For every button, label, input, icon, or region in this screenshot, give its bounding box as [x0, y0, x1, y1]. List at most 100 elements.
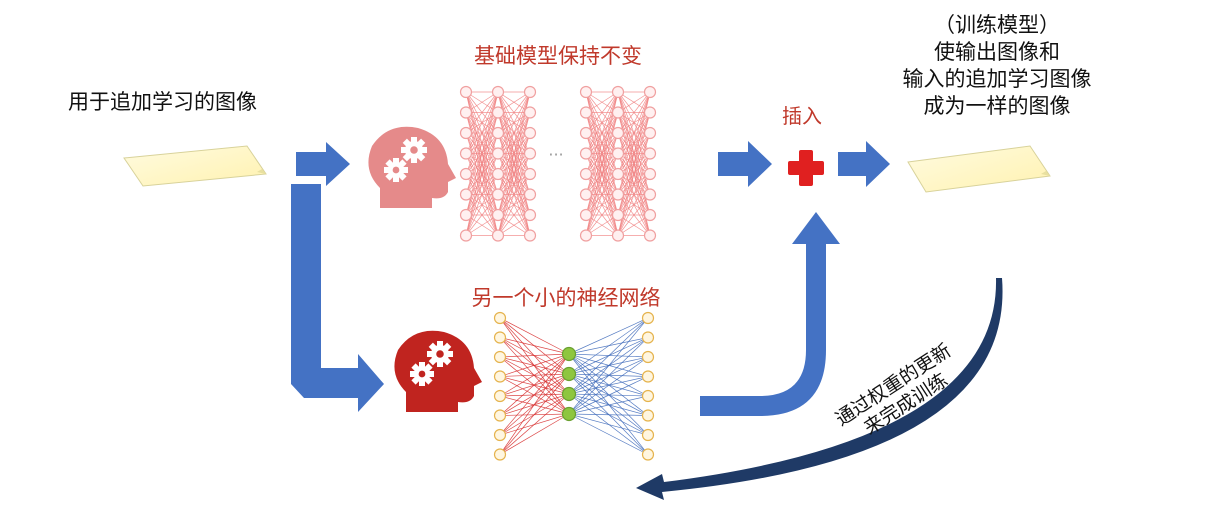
connection-line: [568, 413, 649, 455]
goal-line: 使输出图像和: [934, 40, 1060, 64]
connection-line: [465, 91, 499, 236]
network-node: [459, 229, 473, 242]
network-node: [641, 389, 655, 403]
connection-line: [497, 194, 531, 236]
connection-line: [585, 132, 619, 236]
connection-line: [465, 132, 499, 236]
connection-line: [617, 214, 651, 236]
connection-line: [568, 317, 649, 375]
connection-line: [499, 413, 570, 455]
network-node: [491, 229, 505, 242]
gear-hub: [392, 166, 400, 174]
network-node: [523, 147, 537, 160]
goal-label: （训练模型） 使输出图像和 输入的追加学习图像 成为一样的图像: [872, 12, 1122, 120]
connection-line: [585, 91, 619, 134]
arrow-plus-to-output: [838, 141, 890, 187]
gear-tooth: [393, 158, 399, 165]
network-node: [493, 331, 507, 344]
network-node: [459, 106, 473, 119]
network-node: [493, 409, 507, 422]
connection-line: [465, 91, 499, 175]
network-node: [459, 147, 473, 160]
network-node: [611, 167, 625, 181]
gear-tooth: [393, 175, 399, 182]
base-model-label: 基础模型保持不变: [474, 44, 642, 68]
network-node: [493, 428, 507, 442]
connection-line: [497, 91, 531, 175]
network-node: [459, 167, 473, 181]
connection-line: [585, 91, 619, 154]
connection-line: [568, 317, 649, 395]
arrow-training-feedback: [636, 278, 1003, 500]
arrow-input-to-base: [296, 142, 350, 186]
connection-line: [497, 91, 531, 134]
network-node: [611, 229, 625, 242]
connection-line: [585, 194, 619, 236]
connection-line: [568, 356, 649, 415]
network-node: [493, 350, 507, 364]
head-silhouette: [394, 330, 482, 412]
network-node: [579, 147, 593, 160]
connection-line: [465, 153, 499, 236]
network-node: [641, 409, 655, 422]
network-node: [491, 188, 505, 201]
connection-line: [499, 317, 570, 355]
connection-line: [497, 132, 531, 236]
connection-line: [617, 173, 651, 236]
network-node: [611, 106, 625, 119]
connection-line: [617, 91, 651, 134]
network-node: [643, 147, 657, 160]
network-node: [643, 167, 657, 181]
arrow-input-to-small: [291, 184, 384, 412]
connection-line: [465, 91, 499, 134]
connection-line: [568, 317, 649, 415]
network-node: [643, 126, 657, 140]
small-network-head-icon: [394, 330, 482, 412]
network-node: [491, 126, 505, 140]
small-network-label: 另一个小的神经网络: [471, 286, 661, 310]
connection-line: [497, 214, 531, 236]
network-node: [523, 106, 537, 119]
input-image-icon: [123, 145, 267, 187]
connection-line: [497, 91, 531, 154]
input-image-label: 用于追加学习的图像: [68, 90, 257, 114]
connection-line: [568, 395, 649, 415]
goal-line: （训练模型）: [934, 13, 1060, 37]
connection-line: [617, 91, 651, 195]
network-node: [643, 229, 657, 242]
connection-line: [585, 91, 619, 195]
network-node: [643, 188, 657, 201]
network-node: [611, 208, 625, 222]
gear-tooth: [411, 156, 417, 163]
network-node: [523, 188, 537, 201]
network-node: [579, 229, 593, 242]
small-network: [493, 311, 655, 461]
network-node: [561, 386, 577, 402]
network-node: [459, 126, 473, 140]
connection-line: [499, 353, 570, 377]
connection-line: [497, 173, 531, 236]
connection-line: [617, 132, 651, 236]
network-node: [459, 85, 473, 99]
network-node: [523, 167, 537, 181]
ellipsis: ···: [548, 145, 563, 164]
connection-line: [497, 91, 531, 113]
connection-line: [568, 413, 649, 416]
network-node: [459, 188, 473, 201]
connection-line: [465, 194, 499, 236]
connection-line: [617, 91, 651, 154]
network-node: [641, 370, 655, 383]
connection-line: [617, 153, 651, 236]
insert-label: 插入: [782, 104, 822, 128]
network-node: [491, 208, 505, 222]
network-node: [523, 126, 537, 140]
gear-hub: [418, 370, 426, 378]
network-node: [493, 389, 507, 403]
network-node: [579, 126, 593, 140]
connection-line: [617, 91, 651, 236]
gear-tooth: [437, 341, 443, 348]
connection-line: [465, 214, 499, 236]
network-node: [611, 126, 625, 140]
connection-line: [497, 153, 531, 236]
base-network-block-1: [459, 85, 537, 242]
